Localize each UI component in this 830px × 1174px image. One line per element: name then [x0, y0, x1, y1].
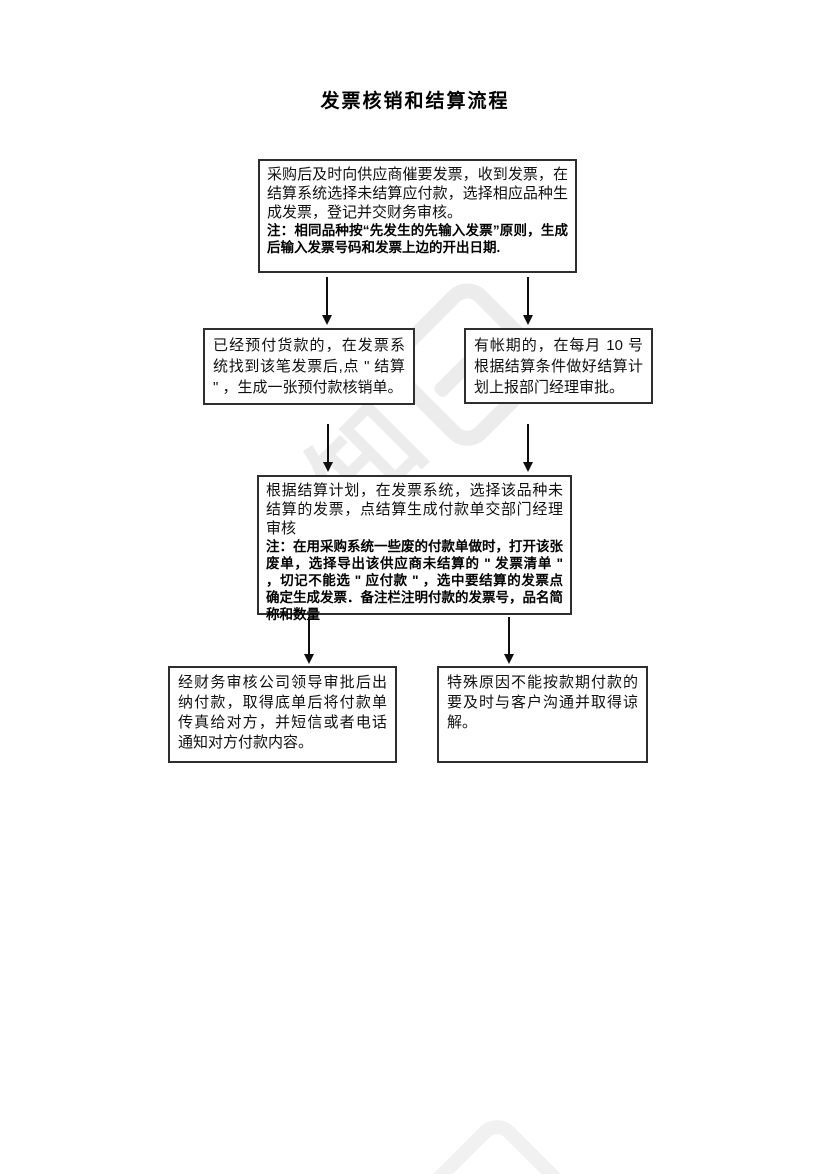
flow-box-note: 注：在用采购系统一些废的付款单做时，打开该张废单，选择导出该供应商未结算的 " … — [266, 539, 563, 622]
arrow-box1-to-box2a — [326, 277, 328, 316]
flow-box-text: 已经预付货款的，在发票系统找到该笔发票后,点 " 结算 " ，生成一张预付款核销… — [213, 337, 405, 396]
flow-box-special-delay: 特殊原因不能按款期付款的要及时与客户沟通并取得谅解。 — [437, 666, 648, 763]
flow-box-text: 根据结算计划，在发票系统，选择该品种未结算的发票，点结算生成付款单交部门经理审核 — [266, 482, 563, 537]
flow-box-note: 注：相同品种按“先发生的先输入发票”原则，生成后输入发票号码和发票上边的开出日期… — [267, 223, 568, 255]
flow-box-payment-notify: 经财务审核公司领导审批后出纳付款，取得底单后将付款单传真给对方，并短信或者电话通… — [168, 666, 397, 763]
arrow-box3-to-box4b — [508, 617, 510, 655]
page-title: 发票核销和结算流程 — [320, 91, 510, 112]
arrow-box1-to-box2b — [527, 277, 529, 316]
flow-box-text: 采购后及时向供应商催要发票，收到发票，在结算系统选择未结算应付款，选择相应品种生… — [267, 166, 568, 221]
flow-box-text: 特殊原因不能按款期付款的要及时与客户沟通并取得谅解。 — [447, 674, 638, 731]
flow-box-text: 经财务审核公司领导审批后出纳付款，取得底单后将付款单传真给对方，并短信或者电话通… — [178, 674, 387, 751]
arrow-box2b-to-box3 — [527, 424, 529, 463]
flow-box-credit-period-plan: 有帐期的，在每月 10 号根据结算条件做好结算计划上报部门经理审批。 — [464, 328, 653, 404]
arrow-box3-to-box4a — [308, 617, 310, 655]
arrow-box2a-to-box3 — [327, 424, 329, 463]
flow-box-invoice-entry: 采购后及时向供应商催要发票，收到发票，在结算系统选择未结算应付款，选择相应品种生… — [258, 159, 577, 273]
flow-box-settlement-payment-order: 根据结算计划，在发票系统，选择该品种未结算的发票，点结算生成付款单交部门经理审核… — [257, 475, 572, 622]
watermark-logo-bottom-icon — [378, 1110, 616, 1174]
flow-box-prepaid-writeoff: 已经预付货款的，在发票系统找到该笔发票后,点 " 结算 " ，生成一张预付款核销… — [203, 328, 415, 405]
flow-box-text: 有帐期的，在每月 10 号根据结算条件做好结算计划上报部门经理审批。 — [474, 337, 643, 396]
